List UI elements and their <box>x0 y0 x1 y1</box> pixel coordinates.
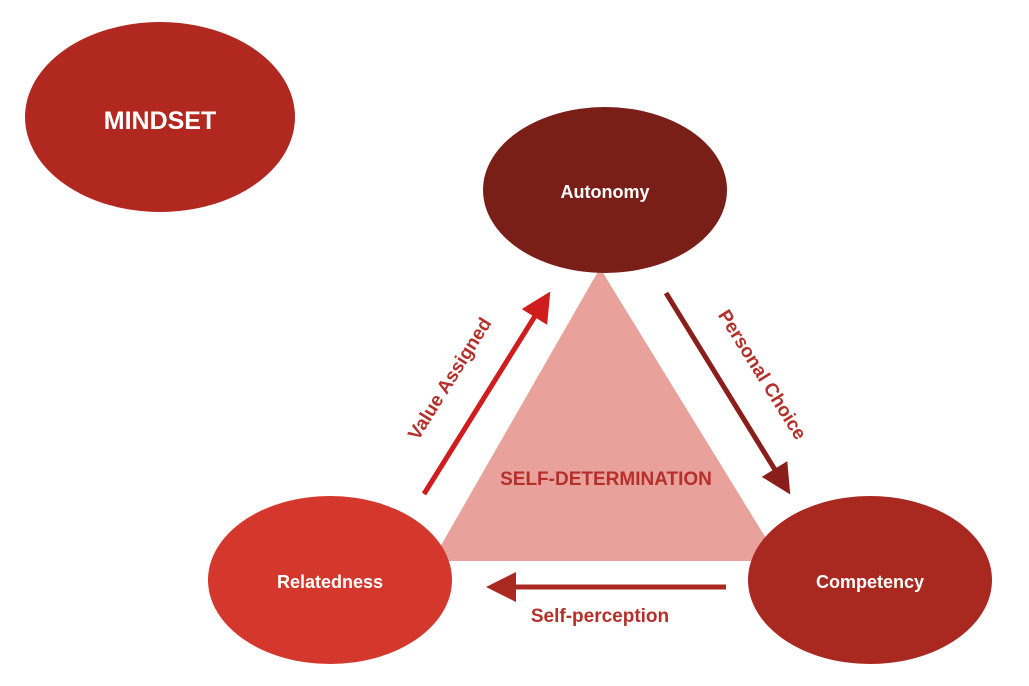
relatedness-label: Relatedness <box>277 572 383 592</box>
personal-choice-label: Personal Choice <box>713 306 810 443</box>
relatedness-node: Relatedness <box>208 496 452 664</box>
value-assigned-arrow <box>421 291 551 496</box>
self-perception-label: Self-perception <box>531 606 669 627</box>
self-determination-label: SELF-DETERMINATION <box>500 469 712 490</box>
mindset-node: MINDSET <box>25 22 295 212</box>
value-assigned-label: Value Assigned <box>404 314 496 444</box>
competency-node: Competency <box>748 496 992 664</box>
self-determination-triangle <box>432 268 780 561</box>
mindset-label: MINDSET <box>104 107 217 135</box>
competency-label: Competency <box>816 572 924 592</box>
autonomy-node: Autonomy <box>483 107 727 273</box>
personal-choice-arrow <box>663 291 791 495</box>
autonomy-label: Autonomy <box>561 182 650 202</box>
